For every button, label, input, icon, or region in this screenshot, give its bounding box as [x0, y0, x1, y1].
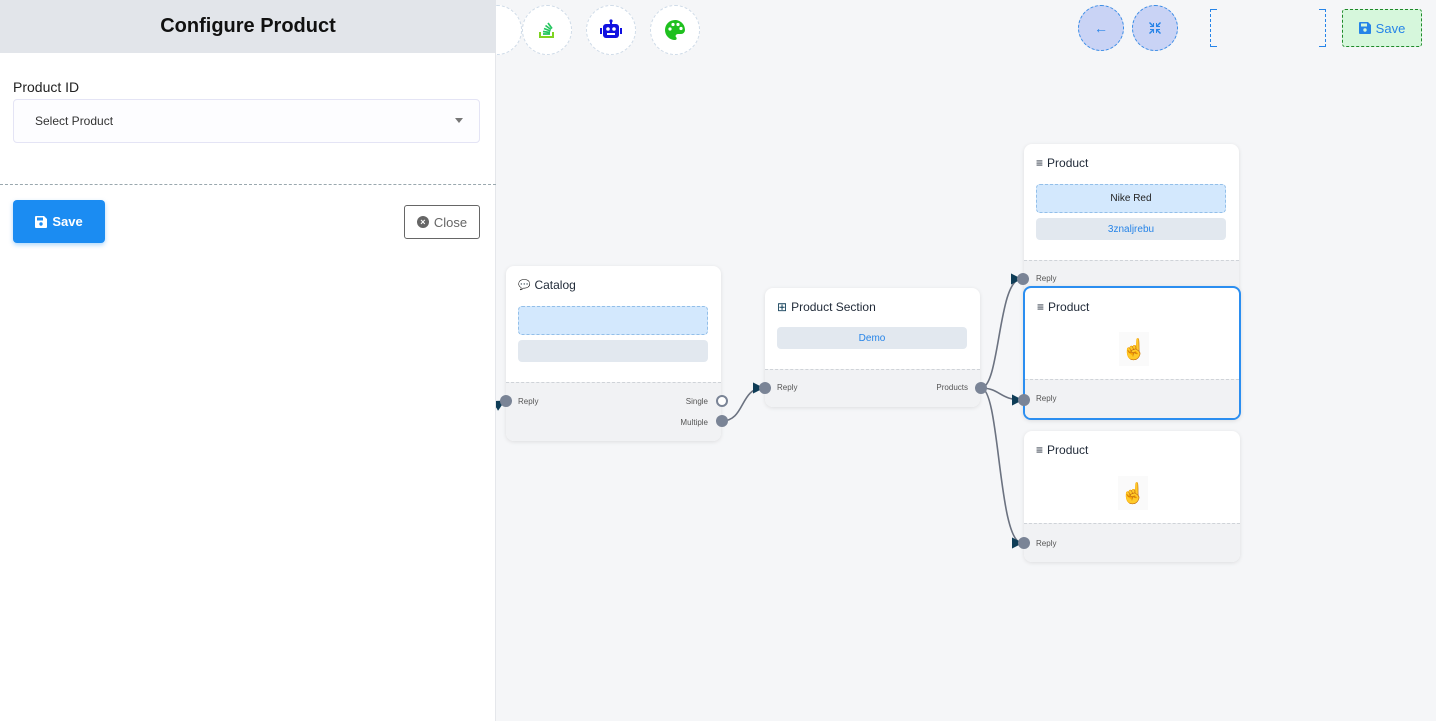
compress-icon [1149, 22, 1161, 34]
product-name[interactable]: Nike Red [1036, 184, 1226, 213]
divider [0, 184, 496, 185]
node-title: Product [1048, 300, 1090, 314]
port-label-reply: Reply [1036, 394, 1057, 403]
robot-button[interactable] [586, 5, 636, 55]
edge-products-to-product1[interactable] [980, 273, 1023, 389]
floppy-disk-icon [1358, 22, 1371, 34]
floppy-disk-icon [35, 215, 48, 228]
product-id-label: Product ID [13, 79, 80, 95]
product-select-placeholder: Select Product [35, 114, 114, 128]
chat-icon: 💬 [518, 279, 531, 291]
section-input-port[interactable] [759, 382, 771, 394]
node-title: Product Section [791, 300, 876, 314]
robot-icon [600, 19, 622, 38]
product-id[interactable]: 3znaljrebu [1036, 218, 1226, 240]
catalog-node[interactable]: 💬Catalog Reply Single Multiple [506, 266, 721, 441]
hand-pointer-icon: ☝ [1119, 332, 1149, 366]
caret-down-icon [455, 118, 463, 123]
menu-icon: ≡ [1037, 300, 1045, 314]
stackoverflow-button[interactable] [522, 5, 572, 55]
save-button[interactable]: Save [13, 200, 105, 243]
node-title: Catalog [534, 278, 576, 292]
catalog-item-secondary[interactable] [518, 340, 708, 362]
port-label-multiple: Multiple [680, 418, 708, 427]
table-icon: ⊞ [777, 300, 788, 314]
port-label-single: Single [685, 397, 708, 406]
edge-multiple-to-section[interactable] [721, 382, 765, 422]
canvas-save-button[interactable]: Save [1342, 9, 1422, 47]
product-section-node[interactable]: ⊞Product Section Demo Reply Products [765, 288, 980, 407]
hand-pointer-icon: ☝ [1118, 476, 1148, 510]
palette-button[interactable] [650, 5, 700, 55]
palette-icon [665, 20, 685, 40]
canvas-save-label: Save [1375, 20, 1406, 36]
fit-view-button[interactable] [1132, 5, 1178, 51]
configure-product-panel: Configure Product Product ID Select Prod… [0, 0, 496, 721]
save-label: Save [52, 214, 83, 229]
catalog-multiple-port[interactable] [716, 415, 728, 427]
section-products-port[interactable] [975, 382, 987, 394]
product-node[interactable]: ≡Product ☝ Reply [1024, 431, 1240, 562]
arrow-left-icon: ← [1094, 20, 1108, 36]
menu-icon: ≡ [1036, 156, 1044, 170]
port-label-reply: Reply [777, 383, 798, 392]
port-label-reply: Reply [1036, 539, 1057, 548]
section-item[interactable]: Demo [777, 327, 967, 349]
panel-title: Configure Product [0, 0, 496, 53]
product1-input-port[interactable] [1017, 273, 1029, 285]
port-label-reply: Reply [518, 397, 539, 406]
close-label: Close [433, 214, 468, 230]
port-label-reply: Reply [1036, 274, 1057, 283]
node-title: Product [1047, 443, 1089, 457]
product3-input-port[interactable] [1018, 537, 1030, 549]
node-title: Product [1047, 156, 1089, 170]
product-select[interactable]: Select Product [13, 99, 480, 143]
stackoverflow-icon [539, 22, 554, 38]
catalog-single-port[interactable] [716, 395, 728, 407]
catalog-item[interactable] [518, 306, 708, 335]
name-input-frame[interactable] [1210, 9, 1326, 47]
port-label-products: Products [936, 383, 968, 392]
close-circle-icon: × [416, 216, 429, 228]
product2-input-port[interactable] [1018, 394, 1030, 406]
close-button[interactable]: × Close [404, 205, 480, 239]
product-node-selected[interactable]: ≡Product ☝ Reply [1023, 286, 1241, 420]
catalog-input-port[interactable] [500, 395, 512, 407]
menu-icon: ≡ [1036, 443, 1044, 457]
edge-products-to-product3[interactable] [980, 387, 1024, 549]
back-button[interactable]: ← [1078, 5, 1124, 51]
